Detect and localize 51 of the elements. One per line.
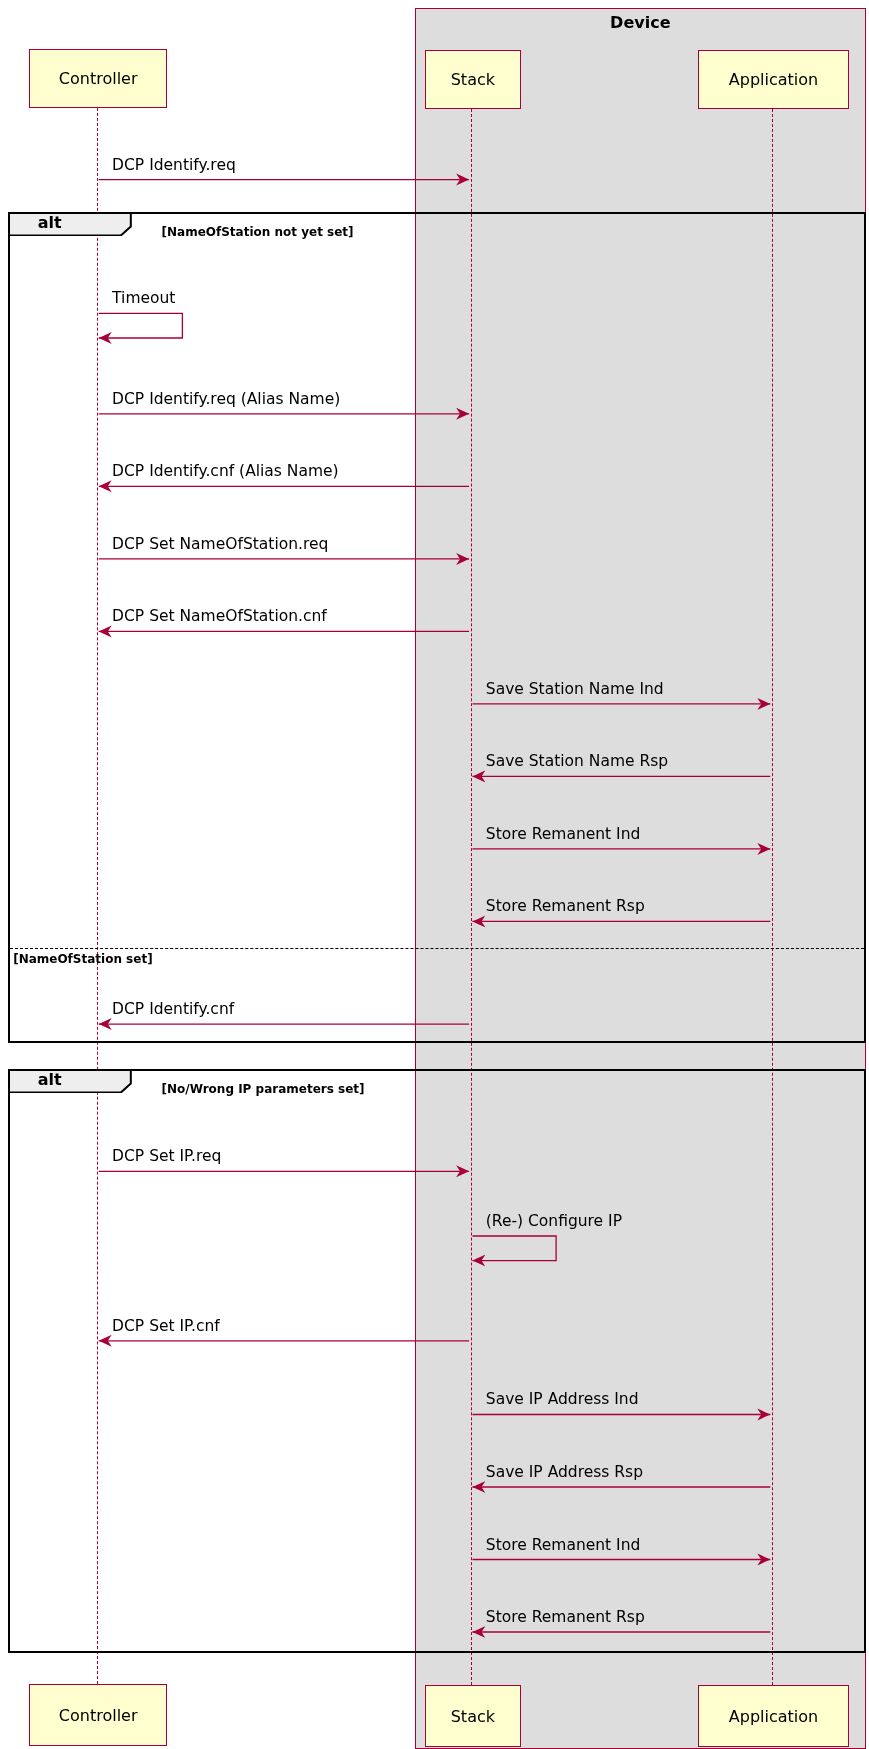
participant-box: Controller — [29, 1684, 168, 1746]
message-label: Store Remanent Rsp — [485, 1608, 645, 1626]
message-arrow — [98, 1334, 470, 1347]
participant-box: Stack — [424, 1685, 521, 1747]
message-label: Store Remanent Rsp — [485, 897, 645, 916]
participant-box: Application — [698, 50, 849, 110]
message-arrow — [471, 770, 771, 783]
message-label: DCP Set IP.cnf — [112, 1316, 220, 1335]
message-arrow — [98, 1018, 470, 1031]
lifeline — [470, 109, 474, 1686]
message-arrow — [471, 1481, 771, 1493]
guard-condition: [NameOfStation set] — [13, 952, 153, 967]
lifeline — [771, 109, 775, 1686]
message-arrow — [471, 697, 771, 710]
message-label: Store Remanent Ind — [485, 1535, 641, 1554]
message-arrow — [98, 625, 470, 638]
participant-box: Application — [698, 1685, 849, 1747]
message-arrow — [471, 1626, 771, 1638]
message-label: Save IP Address Ind — [485, 1390, 639, 1409]
fragment-tab: alt — [7, 211, 132, 237]
group-title: Device — [610, 12, 671, 32]
message-label: Save Station Name Ind — [485, 679, 664, 698]
message-label: DCP Set NameOfStation.cnf — [112, 607, 327, 626]
message-label: DCP Identify.req — [112, 155, 236, 174]
group-box — [414, 7, 866, 1749]
message-label: DCP Set IP.req — [112, 1147, 222, 1166]
message-arrow — [98, 480, 470, 493]
participant-box: Controller — [29, 49, 168, 109]
message-arrow — [471, 915, 771, 928]
self-message-arrow — [471, 1235, 557, 1267]
message-arrow — [98, 407, 470, 420]
message-label: Store Remanent Ind — [485, 824, 641, 843]
message-label: DCP Identify.cnf — [112, 1000, 235, 1019]
message-arrow — [98, 173, 470, 186]
guard-condition: [NameOfStation not yet set] — [161, 225, 354, 240]
self-message-arrow — [98, 312, 184, 344]
message-arrow — [471, 842, 771, 855]
participant-box: Stack — [424, 50, 521, 110]
message-arrow — [98, 552, 470, 565]
message-label: DCP Identify.req (Alias Name) — [112, 389, 341, 408]
message-label: Save Station Name Rsp — [485, 752, 669, 771]
message-arrow — [471, 1408, 771, 1421]
message-arrow — [98, 1165, 470, 1178]
message-label: Save IP Address Rsp — [485, 1463, 643, 1481]
message-arrow — [471, 1553, 771, 1566]
message-label: (Re-) Configure IP — [485, 1212, 622, 1230]
message-label: Timeout — [112, 289, 176, 308]
message-label: DCP Identify.cnf (Alias Name) — [112, 462, 339, 481]
guard-condition: [No/Wrong IP parameters set] — [161, 1081, 365, 1096]
message-label: DCP Set NameOfStation.req — [112, 534, 329, 553]
fragment-tab: alt — [7, 1068, 132, 1094]
